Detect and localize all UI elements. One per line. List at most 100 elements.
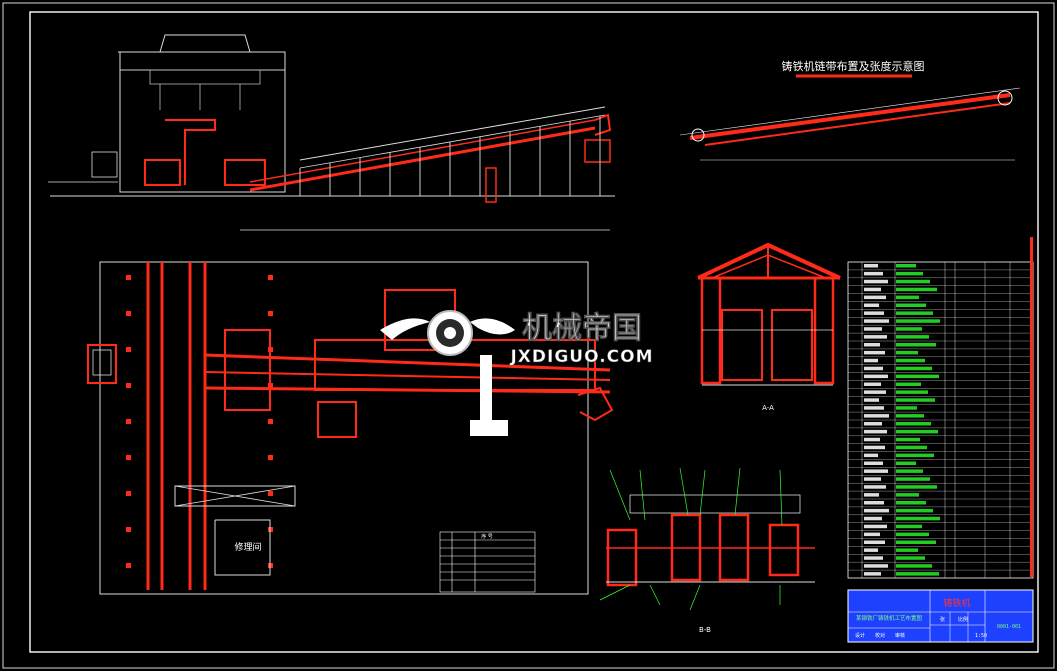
parts-table-code-mark [864, 516, 882, 521]
elevation-view [48, 34, 615, 231]
title-block-approve-label: 审核 [895, 632, 905, 639]
parts-table-code-mark [864, 477, 881, 481]
column-marker [268, 491, 273, 496]
parts-table-cell-mark [896, 572, 939, 576]
parts-table-cell-mark [896, 532, 929, 537]
parts-table-code-mark [864, 374, 888, 379]
parts-table-cell-mark [896, 303, 926, 307]
parts-table-code-mark [864, 540, 885, 544]
section-b-label: B-B [699, 626, 711, 634]
parts-table-code-mark [864, 343, 880, 347]
parts-table-cell-mark [896, 516, 940, 521]
title-block-drawing-no: 0001-001 [997, 624, 1021, 630]
parts-table-cell-mark [896, 406, 917, 410]
column-marker [126, 563, 131, 568]
parts-table-cell-mark [896, 335, 929, 339]
parts-table-cell-mark [896, 469, 923, 473]
title-block [847, 589, 1034, 643]
sheet-inner-frame [29, 11, 1039, 653]
parts-table-code-mark [864, 319, 889, 323]
parts-table-code-mark [864, 311, 884, 315]
parts-table-code-mark [864, 366, 883, 371]
title-block-scale-label: 比例 [958, 616, 968, 623]
legend-table-title: 序 号 [481, 533, 493, 540]
column-marker [126, 275, 131, 280]
parts-table-cell-mark [896, 287, 937, 292]
building-roof [118, 34, 285, 53]
parts-table-cell-mark [896, 319, 940, 323]
plan-view: 修理间 [87, 261, 614, 595]
column-marker [126, 347, 131, 352]
parts-table-cell-mark [896, 477, 930, 481]
parts-table-cell-mark [896, 264, 916, 268]
column-marker [126, 491, 131, 496]
leader-line [779, 469, 783, 526]
column-marker [126, 311, 131, 316]
support-columns [299, 115, 601, 196]
column-marker [268, 455, 273, 460]
parts-table-cell-mark [896, 540, 936, 544]
legend-table [439, 531, 536, 593]
leader-line [679, 467, 689, 516]
parts-table-code-mark [864, 398, 879, 402]
title-block-design-label: 设计 [855, 632, 865, 639]
crane-hoist [149, 69, 261, 110]
parts-table-cell-mark [896, 501, 926, 505]
parts-table-code-mark [864, 382, 881, 386]
parts-table-code-mark [864, 287, 881, 292]
parts-table-code-mark [864, 508, 889, 513]
parts-table-code-mark [864, 572, 881, 576]
parts-table-code-mark [864, 406, 884, 410]
parts-table-cell-mark [896, 343, 936, 347]
parts-table-cell-mark [896, 311, 933, 315]
parts-table-code-mark [864, 414, 889, 418]
leader-line [639, 469, 646, 521]
pump-unit [485, 167, 497, 203]
column-marker [126, 383, 131, 388]
parts-list-table [847, 261, 1034, 579]
parts-table-cell-mark [896, 508, 933, 513]
parts-table-cell-mark [896, 445, 927, 450]
parts-table-code-mark [864, 390, 886, 394]
leader-lines [599, 467, 783, 611]
parts-table-code-mark [864, 437, 880, 442]
parts-table-code-mark [864, 422, 882, 426]
parts-table-cell-mark [896, 524, 922, 529]
side-box [91, 151, 118, 178]
parts-table-cell-mark [896, 564, 932, 568]
leader-line [734, 467, 741, 516]
parts-table-cell-mark [896, 429, 938, 434]
title-block-check-label: 校对 [875, 632, 885, 639]
parts-table-code-mark [864, 532, 880, 537]
leader-line [599, 584, 631, 601]
parts-table-cell-mark [896, 366, 932, 371]
parts-table-code-mark [864, 295, 886, 300]
parts-table-code-mark [864, 271, 883, 276]
parts-table-code-mark [864, 485, 886, 489]
parts-table-cell-mark [896, 374, 939, 379]
parts-table-code-mark [864, 469, 888, 473]
section-a-label: A-A [762, 404, 774, 412]
white-base [470, 420, 508, 436]
watermark-brand-cn: 机械帝国 [522, 311, 642, 346]
column-marker [268, 311, 273, 316]
parts-table-code-mark [864, 564, 888, 568]
parts-table-cell-mark [896, 493, 919, 497]
parts-table-cell-mark [896, 556, 925, 560]
title-block-project-line: 某钢铁厂铸铁机工艺布置图 [856, 614, 923, 622]
parts-table-code-mark [864, 350, 885, 355]
parts-table-code-mark [864, 327, 882, 331]
parts-table-cell-mark [896, 350, 918, 355]
parts-table-code-mark [864, 264, 878, 268]
parts-table-code-mark [864, 303, 879, 307]
column-marker [268, 275, 273, 280]
parts-table-code-mark [864, 501, 884, 505]
parts-table-cell-mark [896, 414, 924, 418]
parts-table-cell-mark [896, 453, 934, 458]
column-marker [126, 455, 131, 460]
parts-table-code-mark [864, 429, 887, 434]
watermark-brand-url: JXDIGUO.COM [509, 347, 653, 367]
conveyor-incline [249, 106, 612, 192]
